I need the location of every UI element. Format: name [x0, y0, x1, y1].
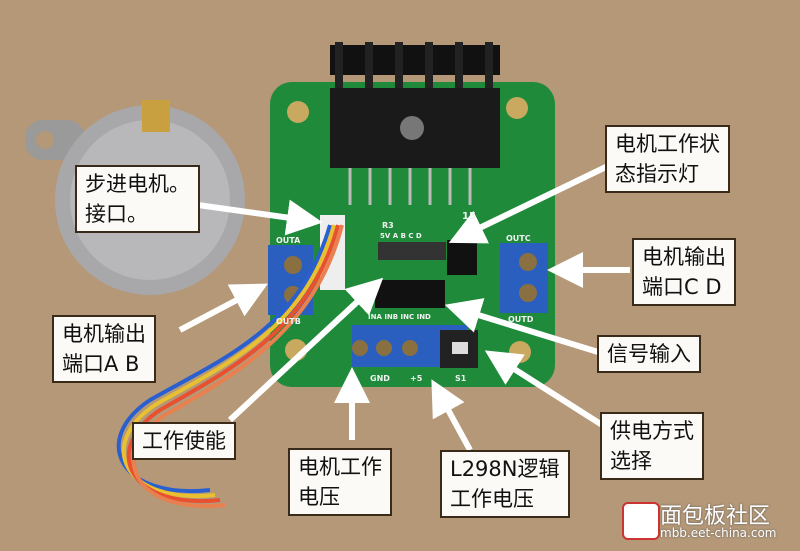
label-line: 接口。 — [85, 202, 148, 226]
label-line: 供电方式 — [610, 419, 694, 443]
label-status-led: 电机工作状态指示灯 — [605, 125, 730, 193]
watermark-title: 面包板社区 — [660, 504, 771, 529]
label-line: 电机工作状 — [615, 132, 720, 156]
label-line: 电机输出 — [62, 322, 146, 346]
heatsink — [330, 42, 500, 205]
label-line: 步进电机。 — [85, 172, 190, 196]
annotation-arrows — [178, 162, 630, 452]
silk-input-pins: INA INB INC IND — [368, 313, 431, 321]
silk-out-a: OUTA — [276, 236, 301, 245]
silk-switch: S1 — [455, 374, 467, 383]
silk-out-b: OUTB — [276, 317, 301, 326]
label-line: L298N逻辑 — [450, 457, 560, 481]
label-line: 端口A B — [62, 352, 140, 376]
watermark: 面包板社区 mbb.eet-china.com — [622, 498, 792, 546]
silk-plus5: +5 — [410, 374, 423, 383]
silk-gnd: GND — [370, 374, 390, 383]
label-line: 选择 — [610, 449, 652, 473]
label-line: 态指示灯 — [615, 162, 699, 186]
watermark-logo-icon — [622, 502, 660, 540]
silk-out-d: OUTD — [508, 315, 534, 324]
motor-wires — [116, 224, 344, 509]
leds — [378, 242, 446, 260]
jumper-header — [375, 280, 445, 308]
label-line: 工作电压 — [450, 487, 534, 511]
watermark-url: mbb.eet-china.com — [660, 526, 777, 540]
silk-r3: R3 — [382, 221, 394, 230]
label-enable: 工作使能 — [132, 422, 236, 460]
logic-ic — [447, 240, 477, 275]
silk-leds: 5V A B C D — [380, 232, 422, 240]
label-line: 电机工作 — [298, 455, 382, 479]
label-signal-input: 信号输入 — [597, 335, 701, 373]
label-stepper-interface: 步进电机。接口。 — [75, 165, 200, 233]
silk-out-c: OUTC — [506, 234, 531, 243]
label-line: 端口C D — [642, 275, 722, 299]
label-output-ab: 电机输出端口A B — [52, 315, 156, 383]
label-output-cd: 电机输出端口C D — [632, 238, 736, 306]
label-line: 电压 — [298, 485, 340, 509]
silk-ic: 15 — [462, 211, 476, 222]
label-motor-voltage: 电机工作电压 — [288, 448, 392, 516]
label-power-select: 供电方式选择 — [600, 412, 704, 480]
label-line: 电机输出 — [642, 245, 726, 269]
label-logic-voltage: L298N逻辑工作电压 — [440, 450, 570, 518]
